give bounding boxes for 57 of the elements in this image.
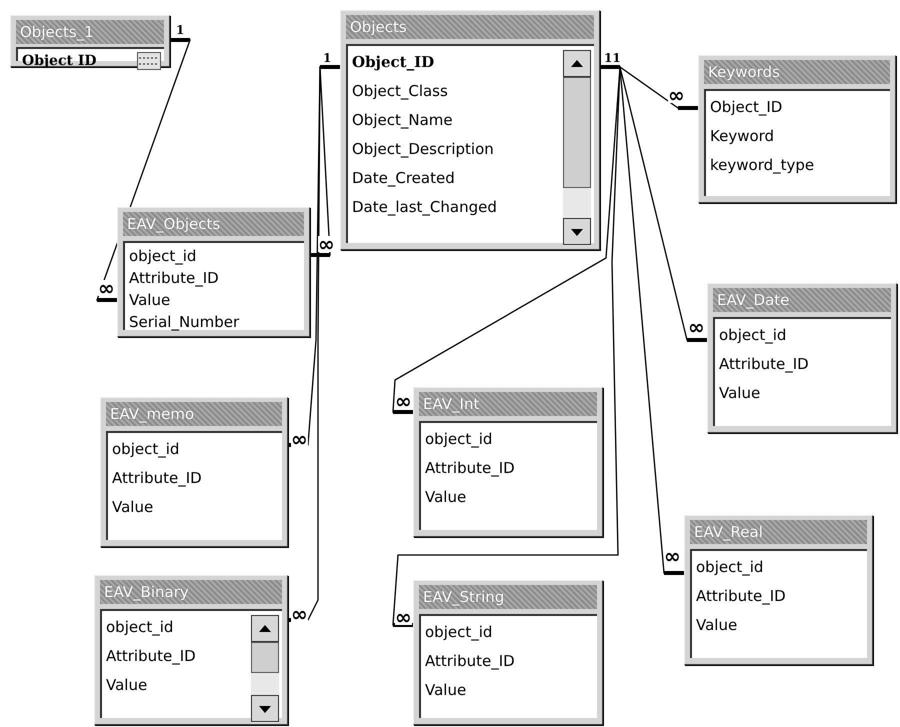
one-cardinality-label: 1 — [323, 52, 332, 64]
field-name: object_id — [425, 622, 492, 642]
table-title: EAV_memo — [106, 402, 282, 426]
table-card — [340, 10, 600, 250]
table-title: Objects — [346, 15, 594, 39]
field-name: object_id — [719, 325, 786, 345]
field-name: Value — [425, 487, 466, 507]
field-name: Attribute_ID — [425, 651, 515, 671]
field-name: object_id — [696, 557, 764, 577]
table-title: EAV_String — [419, 585, 597, 609]
table-card — [698, 55, 896, 203]
field-name: Object_Class — [352, 81, 448, 101]
field-name: Attribute_ID — [696, 586, 786, 606]
one-cardinality-label: 1 — [176, 24, 184, 36]
table-card — [10, 15, 170, 67]
table-card — [117, 207, 310, 337]
field-name: object_id — [129, 246, 196, 266]
field-name: Object_ID — [352, 52, 434, 72]
table-card — [413, 387, 603, 537]
table-card — [413, 580, 603, 725]
field-name: Value — [129, 290, 170, 310]
field-name: Keyword — [710, 126, 774, 146]
many-cardinality-label: ∞ — [98, 280, 115, 296]
field-name: keyword_type — [710, 155, 814, 175]
table-title: EAV_Int — [419, 392, 597, 416]
field-name: Value — [106, 675, 148, 695]
many-cardinality-label: ∞ — [318, 236, 335, 252]
field-name: Attribute_ID — [425, 458, 515, 478]
field-name: Attribute_ID — [719, 354, 809, 374]
one-cardinality-label: 11 — [604, 52, 621, 64]
field-name: Object_Name — [352, 110, 453, 130]
field-name: Value — [719, 383, 760, 403]
field-name: Object ID — [22, 52, 97, 71]
table-title: EAV_Objects — [123, 212, 304, 236]
table-title: Objects_1 — [16, 20, 164, 44]
field-name: Value — [425, 680, 466, 700]
table-title: EAV_Binary — [100, 580, 282, 604]
field-name: Value — [112, 497, 154, 517]
field-name: Object_ID — [710, 97, 782, 117]
field-name: Attribute_ID — [129, 268, 219, 288]
field-name: object_id — [106, 617, 174, 637]
table-card — [100, 397, 288, 547]
field-name: Serial_Number — [129, 312, 240, 332]
table-card — [94, 575, 288, 725]
field-name: Date_last_Changed — [352, 197, 497, 217]
field-name: Object_Description — [352, 139, 494, 159]
field-name: Value — [696, 615, 738, 635]
table-title: EAV_Date — [713, 288, 891, 312]
table-card — [684, 515, 873, 665]
field-name: object_id — [425, 429, 492, 449]
table-card — [707, 283, 897, 433]
field-name: object_id — [112, 439, 180, 459]
table-title: EAV_Real — [690, 520, 867, 544]
field-name: Attribute_ID — [106, 646, 196, 666]
field-name: Attribute_ID — [112, 468, 202, 488]
field-name: Date_Created — [352, 168, 455, 188]
table-title: Keywords — [704, 60, 890, 84]
